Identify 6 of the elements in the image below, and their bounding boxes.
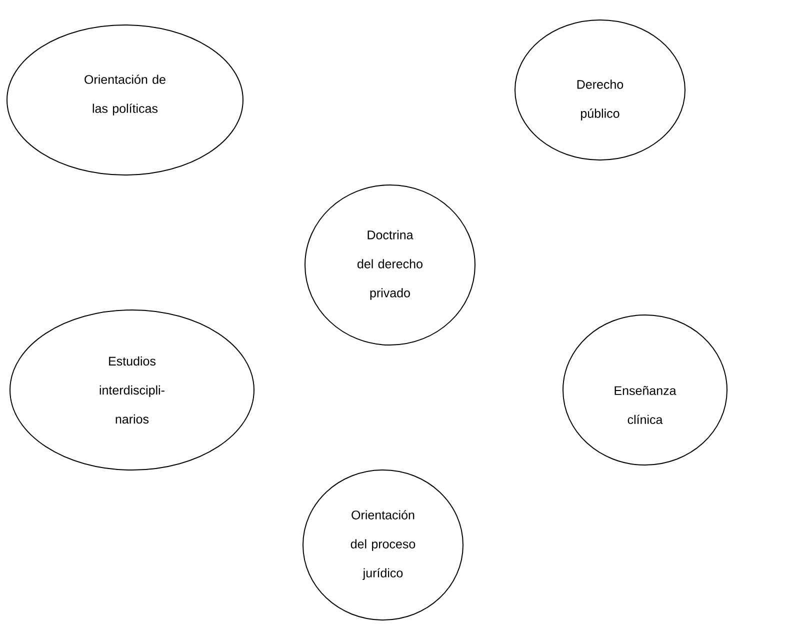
- ellipse-node: Orientación del proceso jurídico: [302, 470, 464, 620]
- ellipse-node: Derecho público: [514, 20, 686, 160]
- ellipse-node: Doctrina del derecho privado: [304, 184, 476, 346]
- ellipse-node: Orientación de las políticas: [6, 24, 244, 176]
- ellipse-node: Estudios interdiscipli- narios: [10, 310, 254, 470]
- ellipse-node: Enseñanza clínica: [562, 314, 728, 466]
